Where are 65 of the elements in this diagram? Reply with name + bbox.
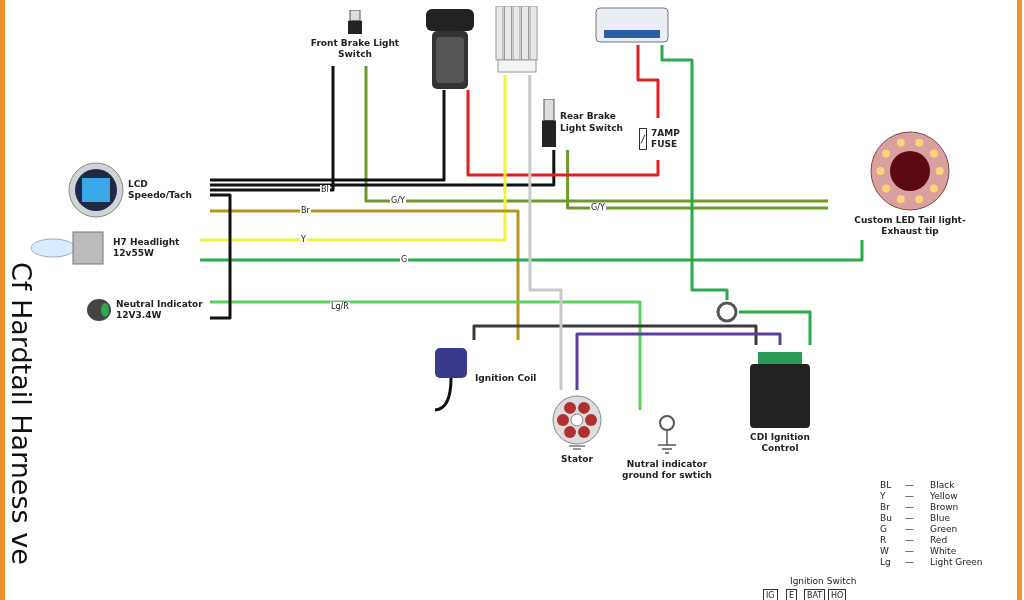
dash: — bbox=[905, 480, 914, 491]
wire bbox=[575, 332, 782, 390]
wire-tag: Lg/R bbox=[330, 302, 350, 312]
colour-name: Blue bbox=[930, 513, 950, 524]
component-label: 7AMP FUSE bbox=[651, 127, 681, 151]
wire bbox=[466, 90, 660, 177]
component-label: Front Brake Light Switch bbox=[309, 37, 401, 61]
dash: — bbox=[905, 491, 914, 502]
wire bbox=[210, 90, 446, 182]
colour-name: Black bbox=[930, 480, 955, 491]
component-label: Stator bbox=[560, 454, 594, 466]
colour-code: W bbox=[880, 546, 889, 557]
wire bbox=[364, 66, 828, 203]
colour-code: R bbox=[880, 535, 887, 546]
dash: — bbox=[905, 502, 914, 513]
component-label: Rear Brake Light Switch bbox=[560, 111, 625, 134]
table-cell: BAT bbox=[804, 589, 826, 600]
wire bbox=[472, 324, 758, 345]
dash: — bbox=[905, 524, 914, 535]
title: Cf Hardtail Harness ve bbox=[5, 262, 38, 565]
dash: — bbox=[905, 513, 914, 524]
colour-code: BL bbox=[880, 480, 892, 491]
colour-code: Y bbox=[880, 491, 886, 502]
wire-tag: Bl bbox=[320, 185, 330, 195]
colour-name: Yellow bbox=[930, 491, 958, 502]
component-label: Nutral indicator ground for swtich bbox=[621, 458, 713, 482]
dash: — bbox=[905, 546, 914, 557]
component-label: CDI Ignition Control bbox=[749, 431, 811, 455]
colour-code: G bbox=[880, 524, 887, 535]
colour-name: Green bbox=[930, 524, 958, 535]
colour-name: White bbox=[930, 546, 957, 557]
component-label: Neutral Indicator 12V3.4W bbox=[116, 298, 204, 322]
wire bbox=[210, 193, 232, 320]
wire-tag: G bbox=[400, 255, 409, 265]
wire bbox=[739, 310, 812, 345]
wire-tag: Y bbox=[300, 235, 307, 245]
colour-code: Br bbox=[880, 502, 890, 513]
wire bbox=[200, 240, 864, 262]
colour-name: Brown bbox=[930, 502, 959, 513]
component-label: Ignition Coil bbox=[475, 373, 537, 385]
colour-name: Light Green bbox=[930, 557, 983, 568]
dash: — bbox=[905, 557, 914, 568]
dash: — bbox=[905, 535, 914, 546]
colour-code: Bu bbox=[880, 513, 892, 524]
wire bbox=[210, 66, 335, 192]
colour-name: Red bbox=[930, 535, 948, 546]
component-label: Custom LED Tail light-Exhaust tip bbox=[853, 214, 967, 238]
table-cell: E bbox=[786, 589, 798, 600]
wire bbox=[566, 150, 828, 210]
table-cell: IG bbox=[763, 589, 778, 600]
wire bbox=[210, 209, 520, 340]
wire bbox=[210, 300, 642, 410]
table-title: Ignition Switch bbox=[790, 576, 857, 587]
wire bbox=[528, 75, 563, 390]
wire bbox=[210, 150, 556, 187]
wire bbox=[636, 45, 660, 118]
wire bbox=[200, 75, 507, 242]
wire bbox=[660, 45, 729, 300]
table-cell: HO bbox=[828, 589, 847, 600]
wire-tag: Br bbox=[300, 206, 311, 216]
component-label: LCD Speedo/Tach bbox=[128, 178, 193, 202]
wire-tag: G/Y bbox=[390, 196, 406, 206]
wire-tag: G/Y bbox=[590, 203, 606, 213]
component-label: H7 Headlight 12v55W bbox=[113, 236, 181, 260]
colour-code: Lg bbox=[880, 557, 891, 568]
